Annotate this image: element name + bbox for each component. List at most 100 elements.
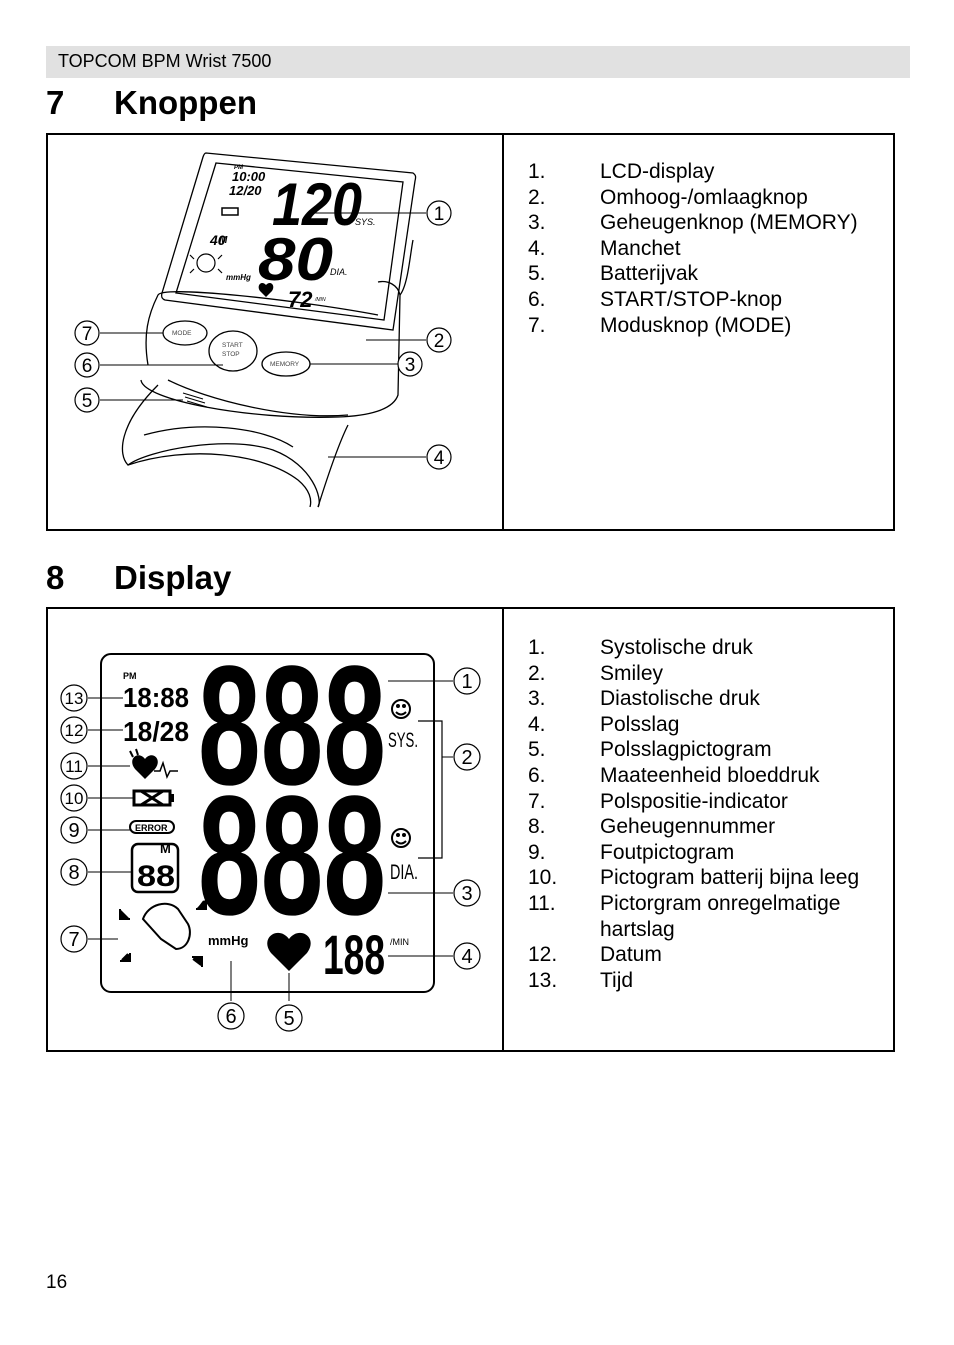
list-item: 8.Geheugennummer: [528, 815, 776, 839]
lcd-date: 18/28: [123, 716, 189, 747]
svg-text:9: 9: [68, 820, 79, 842]
svg-text:13: 13: [65, 689, 84, 708]
callout-1: 1: [426, 200, 452, 226]
device-memory-number: 40: [209, 232, 226, 248]
list-item: 5.Batterijvak: [528, 262, 699, 286]
device-unit: mmHg: [226, 273, 251, 282]
list-item: 13.Tijd: [528, 968, 634, 992]
callout-7: 7: [74, 320, 100, 346]
section-7-number: 7: [46, 84, 65, 121]
lcd-sys-digits: 888: [198, 631, 386, 821]
svg-text:3: 3: [405, 355, 416, 376]
list-item: 1.Systolische druk: [528, 636, 753, 659]
device-dia-value: 80: [258, 226, 333, 293]
section-8-title: 8 Display: [46, 559, 231, 597]
header-bar: TOPCOM BPM Wrist 7500: [46, 46, 910, 78]
battery-low-icon: [132, 789, 174, 807]
svg-text:11: 11: [65, 757, 83, 776]
callout-1: 1: [453, 667, 481, 695]
list-item: 6.Maateenheid bloeddruk: [528, 763, 820, 787]
device-date: 12/20: [229, 183, 262, 198]
svg-text:12: 12: [65, 721, 84, 740]
device-dia-label: DIA.: [330, 267, 348, 277]
callout-11: 11: [60, 752, 88, 780]
display-list: 1.Systolische druk 2.Smiley 3.Diastolisc…: [528, 635, 888, 993]
irregular-heartbeat-icon: [129, 748, 178, 780]
svg-text:2: 2: [434, 331, 445, 352]
lcd-sys-label: SYS.: [388, 729, 418, 752]
knoppen-list: 1.LCD-display 2.Omhoog-/omlaagknop 3.Geh…: [528, 159, 888, 338]
list-item: 11.Pictorgram onregelmatige hartslag: [528, 891, 841, 941]
list-item: 7.Modusknop (MODE): [528, 313, 792, 337]
knoppen-box: PM 10:00 12/20 120 SYS. 80 DIA. M 40 mmH…: [46, 133, 895, 531]
svg-text:6: 6: [82, 356, 93, 377]
list-item: 9.Foutpictogram: [528, 840, 735, 864]
callout-6: 6: [217, 1002, 245, 1030]
smiley-icon: [391, 828, 411, 848]
svg-text:4: 4: [461, 946, 472, 968]
callout-4: 4: [426, 444, 452, 470]
lcd-pulse-digits: 188: [323, 923, 385, 986]
device-battery-icon: [221, 207, 239, 216]
device-memory-label: M: [219, 235, 228, 246]
section-8-number: 8: [46, 559, 65, 596]
device-start-stop-button[interactable]: [208, 330, 258, 372]
section-8-heading: Display: [114, 559, 232, 596]
memory-frame: [130, 842, 180, 894]
header-title: TOPCOM BPM Wrist 7500: [58, 51, 272, 71]
list-item: 4.Polsslag: [528, 712, 680, 736]
svg-text:1: 1: [434, 204, 445, 225]
svg-text:6: 6: [225, 1006, 236, 1028]
list-item: 4.Manchet: [528, 236, 681, 260]
display-box: 888 888 PM 18:88 18/28 188 mmHg M 88 ERR…: [46, 607, 895, 1052]
list-item: 12.Datum: [528, 943, 662, 967]
pulse-heart-icon: [267, 932, 311, 971]
callout-4: 4: [453, 942, 481, 970]
device-wrist-position-icon: [189, 253, 223, 274]
knoppen-divider: [502, 135, 504, 529]
list-item: 3.Diastolische druk: [528, 687, 760, 711]
callout-7: 7: [60, 925, 88, 953]
display-divider: [502, 609, 504, 1050]
lcd-time: 18:88: [123, 682, 189, 713]
wrist-position-icon: [119, 899, 207, 967]
lcd-pm: PM: [123, 671, 137, 681]
list-item: 6.START/STOP-knop: [528, 287, 783, 311]
lcd-dia-label: DIA.: [390, 861, 418, 884]
callout-5: 5: [74, 387, 100, 413]
svg-text:5: 5: [283, 1008, 294, 1030]
device-sys-label: SYS.: [355, 217, 376, 227]
list-item: 1.LCD-display: [528, 160, 715, 183]
lcd-pulse-unit: /MIN: [390, 937, 409, 947]
callout-3: 3: [397, 351, 423, 377]
device-memory-button-label: MEMORY: [270, 361, 300, 368]
lcd-unit: mmHg: [208, 933, 249, 948]
callout-6: 6: [74, 352, 100, 378]
device-time: 10:00: [232, 169, 266, 184]
wrist-monitor-figure: PM 10:00 12/20 120 SYS. 80 DIA. M 40 mmH…: [48, 135, 502, 529]
device-pulse-unit: /MIN: [314, 297, 326, 303]
list-item: 5.Polsslagpictogram: [528, 738, 772, 762]
callout-5: 5: [275, 1004, 303, 1032]
callout-12: 12: [60, 716, 88, 744]
list-item: 2.Smiley: [528, 661, 664, 685]
svg-text:3: 3: [461, 883, 472, 905]
device-stop-label: STOP: [222, 351, 240, 358]
page-number: 16: [46, 1272, 68, 1293]
device-pm: PM: [234, 165, 244, 171]
device-pulse-value: 72: [288, 287, 313, 312]
callout-9: 9: [60, 816, 88, 844]
svg-text:7: 7: [82, 324, 93, 345]
svg-text:1: 1: [461, 671, 472, 693]
svg-text:7: 7: [68, 929, 79, 951]
callout-10: 10: [60, 784, 88, 812]
error-badge: [129, 820, 175, 834]
callout-13: 13: [60, 684, 88, 712]
device-start-label: START: [222, 342, 243, 349]
callout-8: 8: [60, 858, 88, 886]
lcd-figure: 888 888 PM 18:88 18/28 188 mmHg M 88 ERR…: [48, 609, 502, 1050]
device-heart-icon: [258, 282, 274, 297]
svg-text:2: 2: [461, 747, 472, 769]
lcd-dia-digits: 888: [198, 761, 386, 951]
